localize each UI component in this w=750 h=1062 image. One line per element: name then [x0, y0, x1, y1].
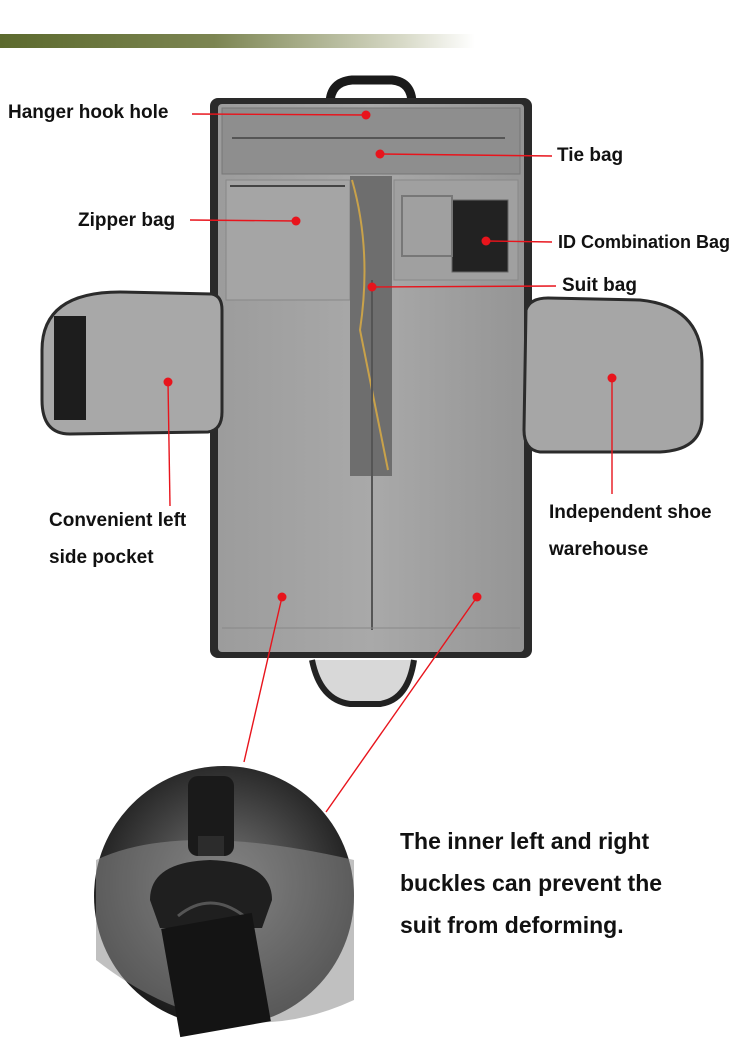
label-id-combination-bag: ID Combination Bag	[558, 232, 730, 252]
label-shoe-warehouse: Independent shoe warehouse	[549, 494, 712, 568]
header-gradient-bar	[0, 34, 475, 48]
label-left-pocket-line1: Convenient left	[49, 510, 187, 531]
caption-line1: The inner left and right	[400, 828, 650, 854]
leader-lines	[167, 113, 613, 813]
label-suit-bag: Suit bag	[562, 275, 637, 296]
caption-line3: suit from deforming.	[400, 912, 624, 938]
buckle-strap	[161, 912, 271, 1038]
buckle-ring	[150, 860, 272, 928]
label-hanger-hook-hole: Hanger hook hole	[8, 102, 169, 123]
callout-dots	[163, 110, 617, 602]
caption-line2: buckles can prevent the	[400, 870, 663, 896]
label-zipper-bag: Zipper bag	[78, 210, 176, 231]
zipper-bag-panel	[225, 179, 351, 301]
label-shoe-warehouse-line1: Independent shoe	[549, 502, 712, 523]
label-left-pocket-line2: side pocket	[49, 547, 154, 568]
top-handle	[325, 75, 417, 105]
left-pocket-strap	[54, 316, 86, 420]
tie-bag-flap	[221, 107, 521, 175]
buckle-caption: The inner left and right buckles can pre…	[400, 820, 730, 946]
left-pocket	[40, 290, 224, 436]
label-left-pocket: Convenient left side pocket	[49, 502, 186, 576]
id-mesh-window	[451, 199, 509, 273]
label-tie-bag: Tie bag	[557, 145, 624, 166]
bottom-handle	[309, 659, 417, 707]
label-shoe-warehouse-line2: warehouse	[549, 539, 649, 560]
